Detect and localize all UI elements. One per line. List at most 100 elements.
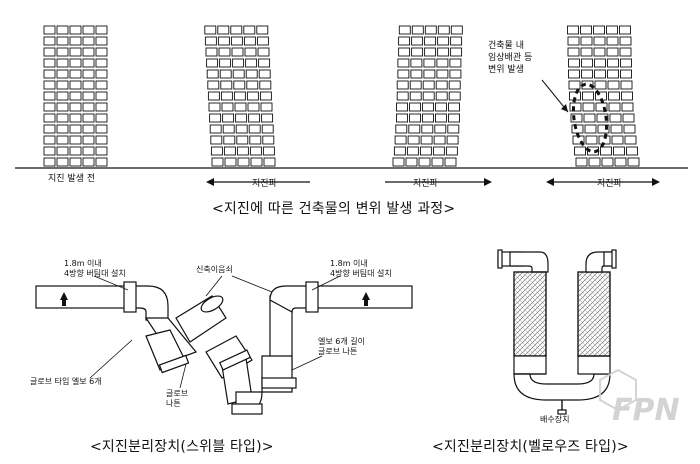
brick — [235, 124, 248, 134]
seismic-arrow-3 — [546, 178, 660, 186]
brick — [396, 80, 409, 90]
brick — [236, 146, 249, 156]
brick — [82, 135, 95, 145]
brick — [256, 25, 269, 35]
brick — [43, 36, 56, 46]
brick — [261, 113, 274, 123]
brick — [230, 36, 243, 46]
brick — [593, 47, 606, 57]
brick — [207, 91, 220, 101]
brick — [231, 47, 244, 57]
brick — [593, 25, 605, 35]
brick — [262, 135, 275, 145]
brick — [619, 36, 632, 46]
brick — [56, 157, 69, 167]
brick — [95, 113, 108, 123]
brick — [243, 36, 256, 46]
label-seismic-1: 지진파 — [252, 178, 278, 189]
brick — [224, 157, 237, 167]
brick — [245, 58, 258, 68]
brick — [594, 69, 606, 79]
brick — [82, 69, 95, 79]
brick — [424, 47, 437, 57]
brick — [445, 146, 458, 156]
brick — [95, 146, 108, 156]
building-before — [43, 25, 108, 167]
brick — [69, 135, 82, 145]
brick — [448, 113, 460, 123]
brick — [207, 80, 220, 90]
brick — [260, 102, 273, 112]
brick — [435, 102, 447, 112]
brick — [249, 135, 262, 145]
brick — [568, 58, 580, 68]
displacement-highlight — [571, 82, 609, 154]
brick — [230, 25, 243, 35]
brick — [437, 25, 450, 35]
label-joint: 신축이음쇠 — [196, 264, 233, 274]
brick — [575, 157, 588, 167]
brick — [593, 36, 606, 46]
brick — [43, 47, 56, 57]
brick — [446, 135, 459, 145]
brick — [449, 69, 462, 79]
brick — [82, 58, 95, 68]
brick — [232, 58, 245, 68]
brick — [243, 25, 256, 35]
brick — [409, 113, 421, 123]
brick — [583, 113, 596, 123]
brick — [248, 124, 261, 134]
brick — [210, 146, 223, 156]
brick — [244, 47, 257, 57]
brick — [419, 146, 432, 156]
svg-text:FPN: FPN — [612, 393, 680, 428]
brick — [69, 80, 82, 90]
brick — [43, 157, 56, 167]
brick — [408, 124, 421, 134]
brick — [588, 157, 601, 167]
brick — [450, 25, 463, 35]
brick — [56, 69, 69, 79]
brick — [574, 146, 586, 156]
brick — [607, 69, 619, 79]
brick — [601, 157, 614, 167]
brick — [235, 113, 248, 123]
brick — [95, 102, 108, 112]
brick — [620, 58, 632, 68]
brick — [622, 113, 635, 123]
brick — [626, 146, 638, 156]
brick — [222, 124, 235, 134]
brick — [584, 124, 597, 134]
brick — [95, 36, 108, 46]
brick — [43, 80, 56, 90]
brick — [82, 36, 95, 46]
flow-arrow-left — [60, 292, 68, 300]
brick — [582, 102, 595, 112]
brick — [606, 47, 619, 57]
brick — [69, 102, 82, 112]
brick — [223, 146, 236, 156]
brick — [627, 157, 640, 167]
brick — [69, 69, 82, 79]
brick — [237, 157, 250, 167]
brick — [567, 25, 579, 35]
label-before: 지진 발생 전 — [48, 173, 95, 184]
brick — [435, 113, 447, 123]
brick — [437, 47, 450, 57]
brick — [411, 25, 424, 35]
brick — [208, 102, 221, 112]
brick — [610, 124, 623, 134]
brick — [619, 25, 631, 35]
building-shift-2 — [392, 25, 463, 167]
brick — [246, 80, 259, 90]
brick — [420, 135, 433, 145]
brick — [43, 25, 56, 35]
brick — [606, 36, 619, 46]
brick — [217, 25, 230, 35]
brick — [245, 69, 258, 79]
brick — [69, 36, 82, 46]
